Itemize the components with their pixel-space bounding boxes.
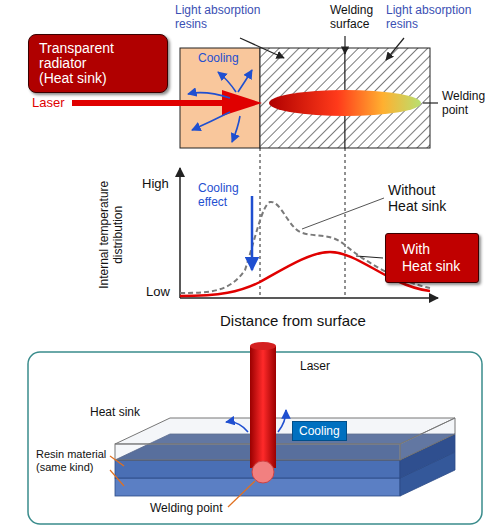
leader-line	[356, 256, 383, 258]
annotation: Cooling effect	[198, 182, 246, 210]
axis-title: Distance from surface	[220, 312, 366, 329]
x-axis	[180, 297, 438, 299]
box-text: Cooling	[299, 424, 340, 438]
cooling-arrow	[278, 410, 286, 432]
axis-tick: Low	[146, 285, 170, 300]
part-label: Heat sink	[90, 406, 140, 420]
axis-title: Internal temperature distribution	[98, 177, 126, 292]
cooling-arrow	[238, 70, 252, 92]
cooling-arrow	[192, 112, 230, 130]
part-label: Resin material (same kind)	[36, 448, 110, 473]
box-text: Transparent radiator (Heat sink)	[39, 41, 121, 86]
y-axis	[179, 168, 181, 298]
curve-label: Without Heat sink	[388, 182, 450, 214]
cooling-arrow	[226, 422, 248, 432]
cooling-arrow	[218, 72, 236, 92]
part-label: Light absorption resins	[386, 4, 481, 32]
heat-sink-plate	[400, 418, 455, 460]
laser-label: Laser	[300, 360, 330, 374]
pointer-arrow	[386, 38, 404, 60]
box-text: With Heat sink	[402, 241, 462, 275]
leader-line	[423, 102, 438, 103]
part-label: Welding surface	[330, 4, 380, 32]
heat-sink-section	[180, 48, 260, 148]
laser-beam	[72, 100, 226, 106]
boundary-line	[345, 148, 346, 298]
axis-tick: High	[142, 177, 169, 192]
part-label: Light absorption resins	[175, 4, 270, 32]
pointer-arrow	[240, 38, 284, 58]
cooling-effect-arrow	[251, 196, 254, 270]
laser-beam	[250, 346, 276, 468]
leader-line	[110, 456, 124, 466]
leader-line	[110, 470, 124, 486]
leader-line	[302, 198, 384, 229]
leader-line	[228, 481, 255, 507]
part-label: Welding point	[150, 502, 223, 516]
pointer-arrow	[344, 36, 345, 54]
cooling-box: Cooling	[292, 421, 347, 441]
laser-beam-top	[250, 342, 276, 350]
cooling-arrow	[232, 116, 240, 142]
result-box: With Heat sink	[385, 233, 479, 283]
heat-sink-box: Transparent radiator (Heat sink)	[28, 34, 168, 93]
part-label: Welding point	[442, 90, 492, 118]
cooling-label: Cooling	[198, 52, 239, 66]
welding-point	[252, 461, 274, 483]
laser-label: Laser	[32, 96, 65, 111]
cooling-arrow	[188, 93, 230, 98]
welding-zone	[269, 90, 421, 116]
heat-sink-plate	[115, 418, 455, 444]
laser-arrowhead	[222, 90, 262, 116]
